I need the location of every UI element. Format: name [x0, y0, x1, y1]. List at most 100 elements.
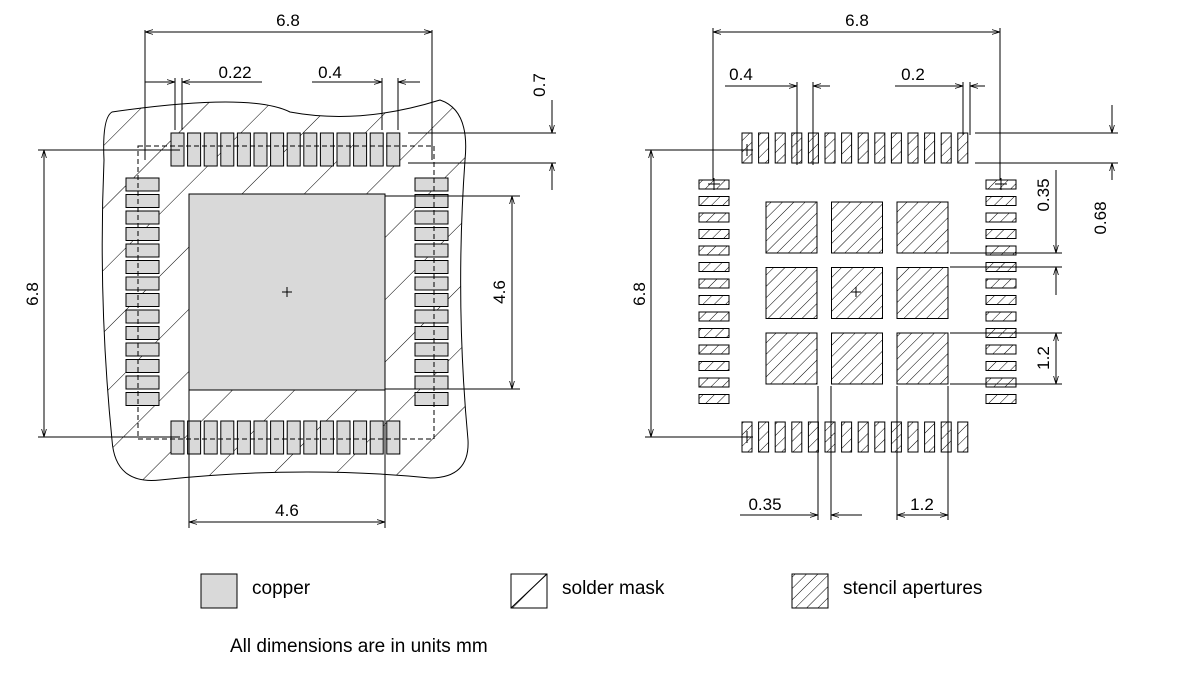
- copper-pad: [319, 420, 334, 455]
- copper-pad: [303, 420, 318, 455]
- copper-pad: [125, 359, 160, 373]
- left-view: 6.8 0.22 0.4 0.7: [23, 11, 556, 528]
- copper-pad: [336, 420, 351, 455]
- stencil-pad: [874, 421, 886, 453]
- stencil-pad: [924, 421, 936, 453]
- dim-right-pad-width: 0.2: [895, 65, 985, 135]
- dim-left-paddle-height: 4.6: [385, 195, 520, 390]
- stencil-pad: [924, 132, 936, 164]
- stencil-pad: [985, 278, 1017, 289]
- stencil-aperture: [896, 201, 949, 254]
- legend-swatch-solder-mask-stroke: [510, 573, 548, 609]
- dim-label: 0.4: [729, 65, 753, 84]
- stencil-pad: [985, 361, 1017, 371]
- dim-label: 6.8: [630, 282, 649, 306]
- copper-pad: [414, 326, 449, 340]
- copper-pad: [414, 243, 449, 258]
- copper-pad: [125, 243, 160, 258]
- stencil-pad: [698, 278, 730, 289]
- stencil-pad: [824, 132, 836, 164]
- stencil-pad: [985, 311, 1017, 322]
- stencil-pad: [698, 361, 730, 371]
- copper-pad: [414, 309, 449, 324]
- stencil-aperture: [831, 267, 883, 319]
- stencil-pad: [698, 245, 730, 256]
- stencil-pad: [698, 229, 730, 239]
- dim-right-pad-span: 0.4: [725, 65, 830, 165]
- legend-swatch-stencil: [791, 573, 829, 609]
- stencil-pad: [907, 132, 919, 164]
- stencil-pad: [890, 421, 902, 453]
- copper-pad: [414, 276, 449, 291]
- copper-pad: [414, 177, 449, 192]
- dim-label: 6.8: [845, 11, 869, 30]
- copper-pad: [125, 276, 160, 291]
- copper-pad: [125, 392, 160, 406]
- stencil-pad: [957, 132, 969, 164]
- paddle-center-mark: [282, 287, 292, 297]
- copper-pad: [125, 210, 160, 225]
- stencil-pad: [874, 132, 886, 164]
- copper-pad: [414, 293, 449, 307]
- left-copper-pads: [125, 132, 449, 455]
- legend-swatch-copper: [200, 573, 238, 609]
- dim-label: 1.2: [1034, 346, 1053, 370]
- stencil-pad: [985, 295, 1017, 305]
- units-note: All dimensions are in units mm: [230, 636, 488, 657]
- stencil-pad: [824, 421, 836, 453]
- stencil-aperture: [765, 201, 818, 254]
- stencil-aperture: [765, 267, 818, 319]
- stencil-pad: [985, 344, 1017, 355]
- stencil-pad: [940, 421, 952, 453]
- stencil-pad: [940, 132, 952, 164]
- stencil-pad: [698, 196, 730, 206]
- copper-pad: [236, 132, 251, 167]
- copper-pad: [187, 420, 202, 455]
- legend-label-solder-mask: solder mask: [562, 578, 665, 599]
- copper-pad: [253, 132, 268, 167]
- copper-pad: [125, 309, 160, 324]
- copper-pad: [414, 194, 449, 208]
- stencil-aperture-grid: [765, 201, 949, 385]
- dim-right-aperture-h: 1.2: [896, 386, 949, 520]
- stencil-pad: [985, 229, 1017, 239]
- dim-right-pad-length: 0.68: [975, 105, 1118, 235]
- dim-label: 0.22: [218, 63, 251, 82]
- stencil-aperture: [896, 267, 949, 319]
- stencil-pad: [985, 394, 1017, 404]
- stencil-pad: [758, 421, 770, 453]
- stencil-pad: [698, 212, 730, 223]
- copper-pad: [353, 420, 368, 455]
- dim-left-pad-span: 0.4: [312, 63, 420, 130]
- copper-pad: [270, 420, 285, 455]
- copper-pad: [319, 132, 334, 167]
- stencil-pad: [890, 132, 902, 164]
- copper-pad: [270, 132, 285, 167]
- stencil-pad: [807, 421, 819, 453]
- dim-left-pad-length: 0.7: [408, 73, 556, 190]
- stencil-pad: [857, 421, 869, 453]
- stencil-pad: [791, 421, 803, 453]
- stencil-pad: [841, 421, 853, 453]
- dim-right-col-gap: 0.35: [740, 386, 862, 520]
- dim-label: 0.68: [1091, 201, 1110, 234]
- dim-left-paddle-width: 4.6: [188, 390, 386, 528]
- stencil-pad: [857, 132, 869, 164]
- copper-pad: [369, 132, 384, 167]
- legend-label-stencil: stencil apertures: [843, 578, 982, 599]
- dim-label: 6.8: [276, 11, 300, 30]
- copper-pad: [414, 342, 449, 357]
- stencil-pad: [841, 132, 853, 164]
- dim-label: 4.6: [490, 280, 509, 304]
- copper-pad: [125, 326, 160, 340]
- dim-label: 1.2: [910, 495, 934, 514]
- copper-pad: [125, 260, 160, 274]
- copper-pad: [353, 132, 368, 167]
- copper-pad: [414, 210, 449, 225]
- copper-pad: [414, 392, 449, 406]
- stencil-pad: [698, 295, 730, 305]
- copper-pad: [286, 420, 301, 455]
- dim-label: 0.7: [530, 73, 549, 97]
- copper-pad: [125, 227, 160, 241]
